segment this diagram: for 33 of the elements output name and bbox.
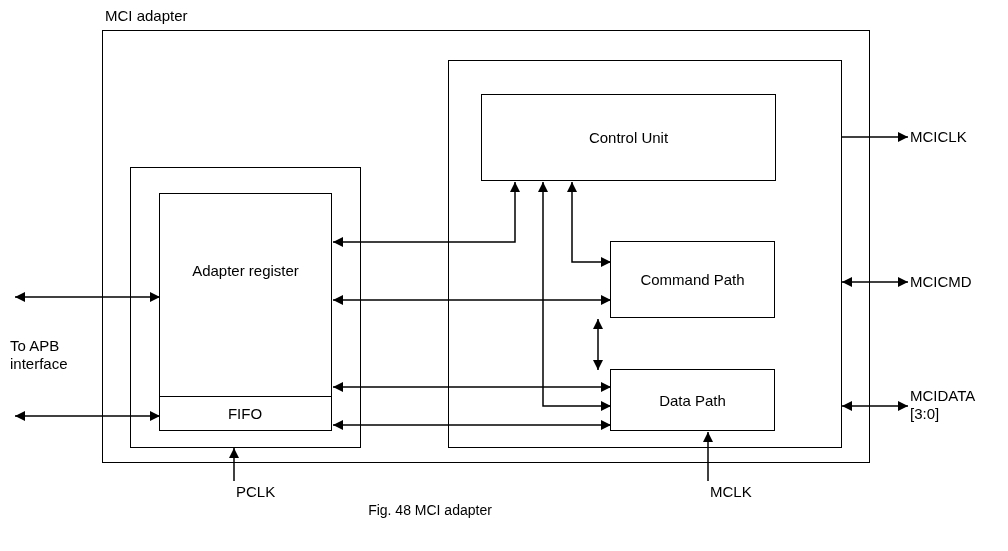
arrow	[593, 318, 603, 371]
arrow	[567, 181, 612, 267]
arrow	[332, 420, 612, 430]
figure-caption: Fig. 48 MCI adapter	[367, 502, 493, 518]
signal-name: MCICLK	[910, 128, 968, 146]
block-label: Control Unit	[588, 129, 669, 146]
block-label: Adapter register	[191, 262, 300, 279]
arrow	[841, 132, 909, 142]
block-label: Data Path	[659, 391, 726, 409]
register-box	[159, 193, 332, 431]
arrow	[841, 401, 909, 411]
arrow	[703, 431, 713, 482]
signal-name: MCLK	[710, 483, 750, 501]
arrow	[332, 295, 612, 305]
block-label: Command Path	[640, 271, 745, 288]
arrow	[14, 292, 161, 302]
signal-name: MCICMD	[910, 273, 973, 291]
frame-title: MCI adapter	[105, 7, 188, 24]
block-box	[481, 94, 776, 181]
arrow	[332, 181, 520, 247]
arrow	[538, 181, 612, 411]
arrow	[332, 382, 612, 392]
signal-name: MCIDATA [3:0]	[910, 387, 976, 423]
arrow	[841, 277, 909, 287]
signal-name: PCLK	[236, 483, 276, 501]
arrow	[14, 411, 161, 421]
block-box	[610, 241, 775, 318]
block-label: FIFO	[227, 405, 263, 422]
group-box	[447, 59, 842, 448]
group-box	[129, 166, 361, 448]
arrow	[229, 447, 239, 482]
interface-label: To APB interface	[10, 337, 69, 373]
block-box	[610, 369, 775, 431]
